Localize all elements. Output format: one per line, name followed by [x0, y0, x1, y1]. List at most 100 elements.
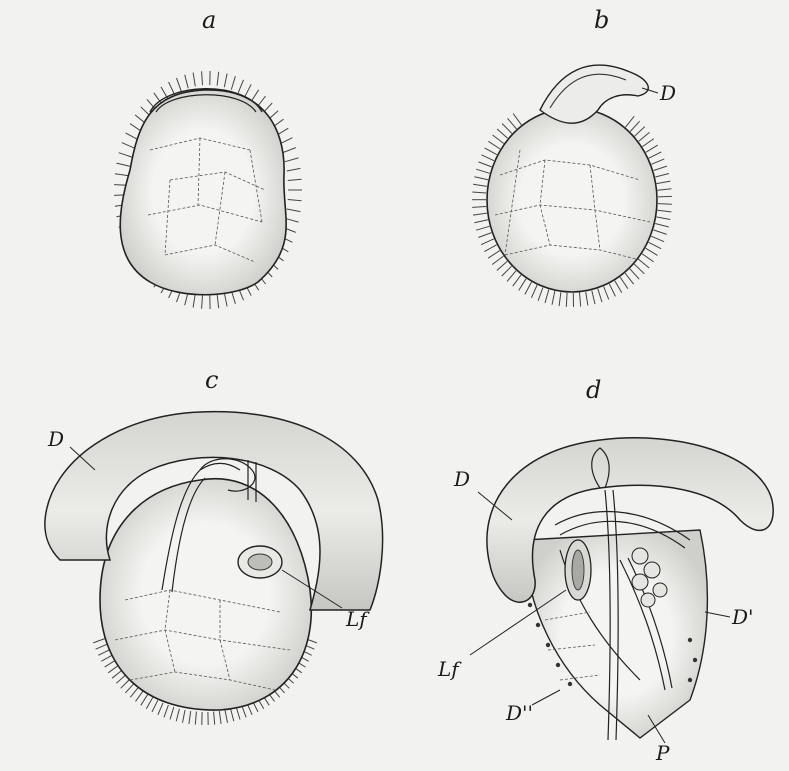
cilium — [658, 204, 672, 205]
cilium — [189, 711, 191, 724]
cilium — [473, 213, 487, 215]
cilium — [502, 266, 512, 276]
cilium — [658, 210, 672, 212]
cilium — [609, 284, 615, 297]
cilium — [598, 289, 602, 302]
cilium — [476, 226, 489, 230]
cilium — [473, 184, 487, 186]
cilium — [202, 295, 203, 309]
cilium — [108, 665, 119, 673]
cilium — [146, 697, 153, 708]
cilium — [488, 141, 500, 149]
cilium — [626, 116, 635, 127]
cilium — [96, 644, 108, 649]
cilium — [638, 259, 649, 268]
cilium — [231, 709, 234, 722]
cilium — [654, 166, 667, 170]
cilium — [485, 148, 497, 155]
cilium — [115, 174, 129, 176]
cilium — [639, 132, 650, 141]
cilium — [545, 290, 549, 304]
cilium — [630, 269, 639, 279]
cilium — [484, 245, 496, 252]
cilium — [183, 710, 186, 723]
cilium — [478, 233, 491, 238]
cilium — [170, 707, 174, 720]
cilium — [158, 703, 163, 715]
cilium — [98, 650, 110, 656]
figure-d-body — [525, 530, 707, 738]
cilium — [642, 139, 654, 147]
cilium — [481, 239, 494, 245]
cilium — [169, 82, 175, 95]
figure-d-D1-label: D' — [731, 605, 754, 629]
figure-d-D1-leader — [705, 612, 730, 617]
cilium — [116, 675, 126, 684]
figure-d: d D D' Lf D'' P — [437, 376, 773, 765]
cilium — [493, 135, 504, 144]
figure-d-D-label: D — [453, 467, 470, 491]
cilium — [236, 707, 240, 720]
cilium — [287, 168, 301, 171]
figure-d-Lf-label: Lf — [437, 657, 462, 681]
cilium — [283, 148, 296, 153]
cilium — [655, 174, 669, 178]
figure-b-D-label: D — [659, 81, 676, 105]
cilium — [288, 179, 302, 180]
cilium — [224, 293, 227, 307]
figure-b: b D — [472, 6, 676, 307]
cilium — [224, 74, 227, 88]
figure-d-D2-leader — [532, 690, 560, 705]
cilium — [112, 670, 122, 678]
cilium — [119, 153, 132, 157]
cilium — [580, 293, 581, 307]
cilium — [592, 291, 595, 305]
cilium — [152, 700, 158, 712]
cilium — [130, 687, 138, 697]
cilium — [497, 261, 508, 270]
cilium — [635, 127, 645, 137]
cilium — [649, 152, 662, 158]
cilium — [116, 163, 130, 166]
cilium — [185, 75, 189, 89]
cilium — [525, 282, 532, 294]
cilium — [625, 273, 634, 284]
cilium — [202, 71, 203, 85]
cilium — [513, 275, 521, 286]
figure-a-body — [120, 90, 286, 295]
cilium — [193, 294, 195, 308]
cilium — [507, 271, 516, 282]
figure-d-Lf-core — [572, 550, 584, 590]
figure-c-label: c — [205, 366, 218, 394]
cilium — [472, 207, 486, 208]
figure-b-label: b — [594, 6, 609, 34]
cilium — [217, 72, 219, 86]
cilium — [653, 230, 666, 235]
cilium — [177, 78, 182, 91]
cilium — [141, 694, 148, 705]
cilium — [121, 679, 130, 688]
cilium — [586, 292, 588, 306]
cilium — [195, 712, 196, 725]
cilium — [285, 158, 299, 162]
cilium — [122, 143, 135, 149]
cilium — [481, 155, 494, 161]
cilium — [513, 114, 521, 125]
cilium — [105, 660, 116, 667]
cilium — [642, 254, 653, 262]
cilium — [531, 285, 537, 298]
figure-d-P-label: P — [655, 741, 670, 765]
cilium — [497, 129, 508, 138]
cilium — [604, 287, 609, 300]
cilium — [287, 209, 301, 212]
cilium — [474, 177, 488, 180]
cilium — [566, 293, 567, 307]
cilium — [538, 288, 543, 301]
cilium — [164, 705, 169, 717]
cilium — [657, 217, 671, 220]
cilium — [488, 251, 500, 259]
cilium — [231, 76, 235, 89]
cilium — [176, 709, 179, 722]
cilium — [649, 242, 662, 248]
cilium — [472, 192, 486, 193]
